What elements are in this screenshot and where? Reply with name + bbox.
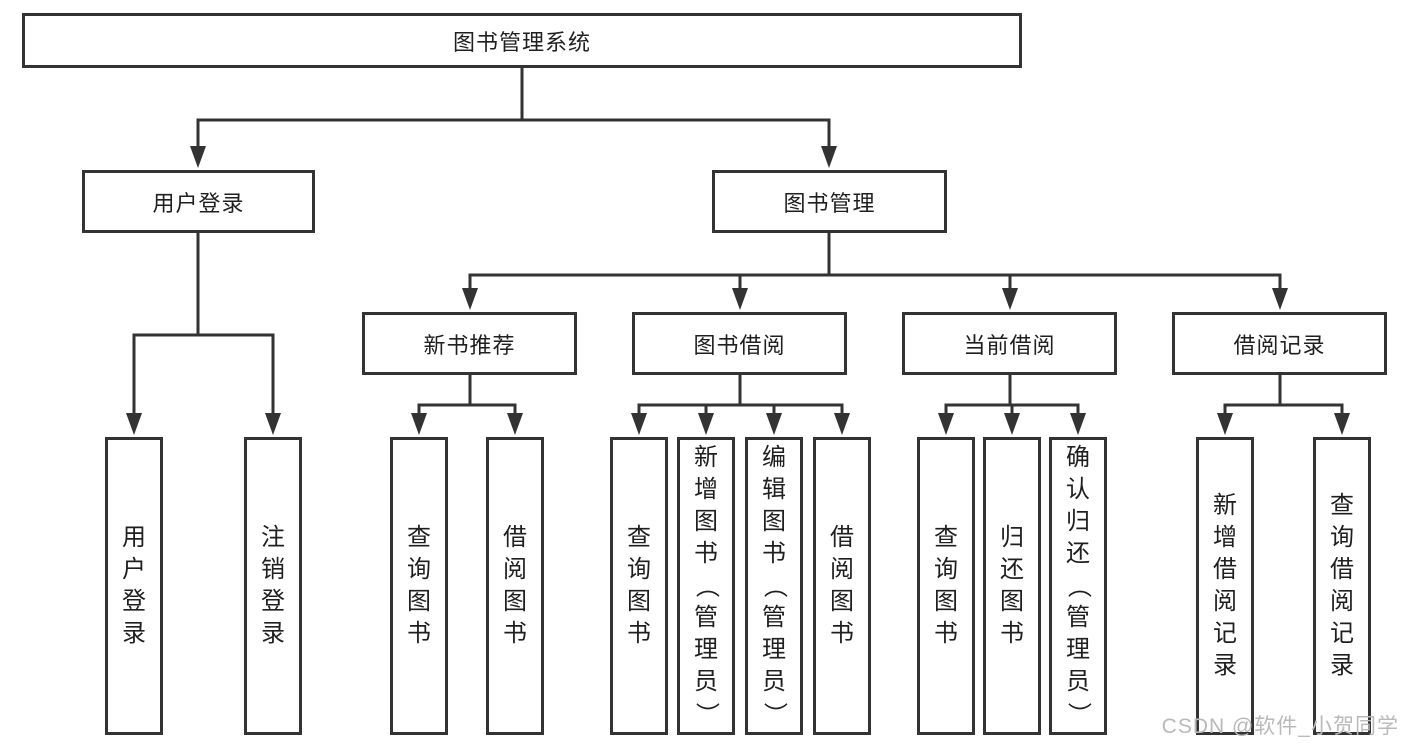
leaf-user-login: 用户登录 [105,437,163,735]
csdn-watermark: CSDN @软件_小贺同学 [1161,715,1399,738]
leaf-return-books: 归还图书 [983,437,1041,735]
leaf-query-books: 查询图书 [610,437,668,735]
leaf-borrow-books: 借阅图书 [813,437,871,735]
node-user-login: 用户登录 [82,170,315,233]
node-library-system: 图书管理系统 [22,13,1022,68]
node-book-borrowing: 图书借阅 [632,312,847,375]
node-borrowing-records: 借阅记录 [1172,312,1387,375]
leaf-confirm-return-admin: 确认归还（管理员） [1049,437,1107,735]
node-current-borrowing: 当前借阅 [902,312,1117,375]
leaf-add-books-admin: 新增图书（管理员） [677,437,735,735]
node-book-management: 图书管理 [712,170,947,233]
leaf-query-books: 查询图书 [390,437,448,735]
leaf-logout-login: 注销登录 [244,437,302,735]
leaf-query-borrow-record: 查询借阅记录 [1313,437,1371,735]
leaf-add-borrow-record: 新增借阅记录 [1196,437,1254,735]
leaf-edit-books-admin: 编辑图书（管理员） [745,437,803,735]
node-new-book-recommend: 新书推荐 [362,312,577,375]
leaf-borrow-books: 借阅图书 [486,437,544,735]
leaf-query-books: 查询图书 [917,437,975,735]
